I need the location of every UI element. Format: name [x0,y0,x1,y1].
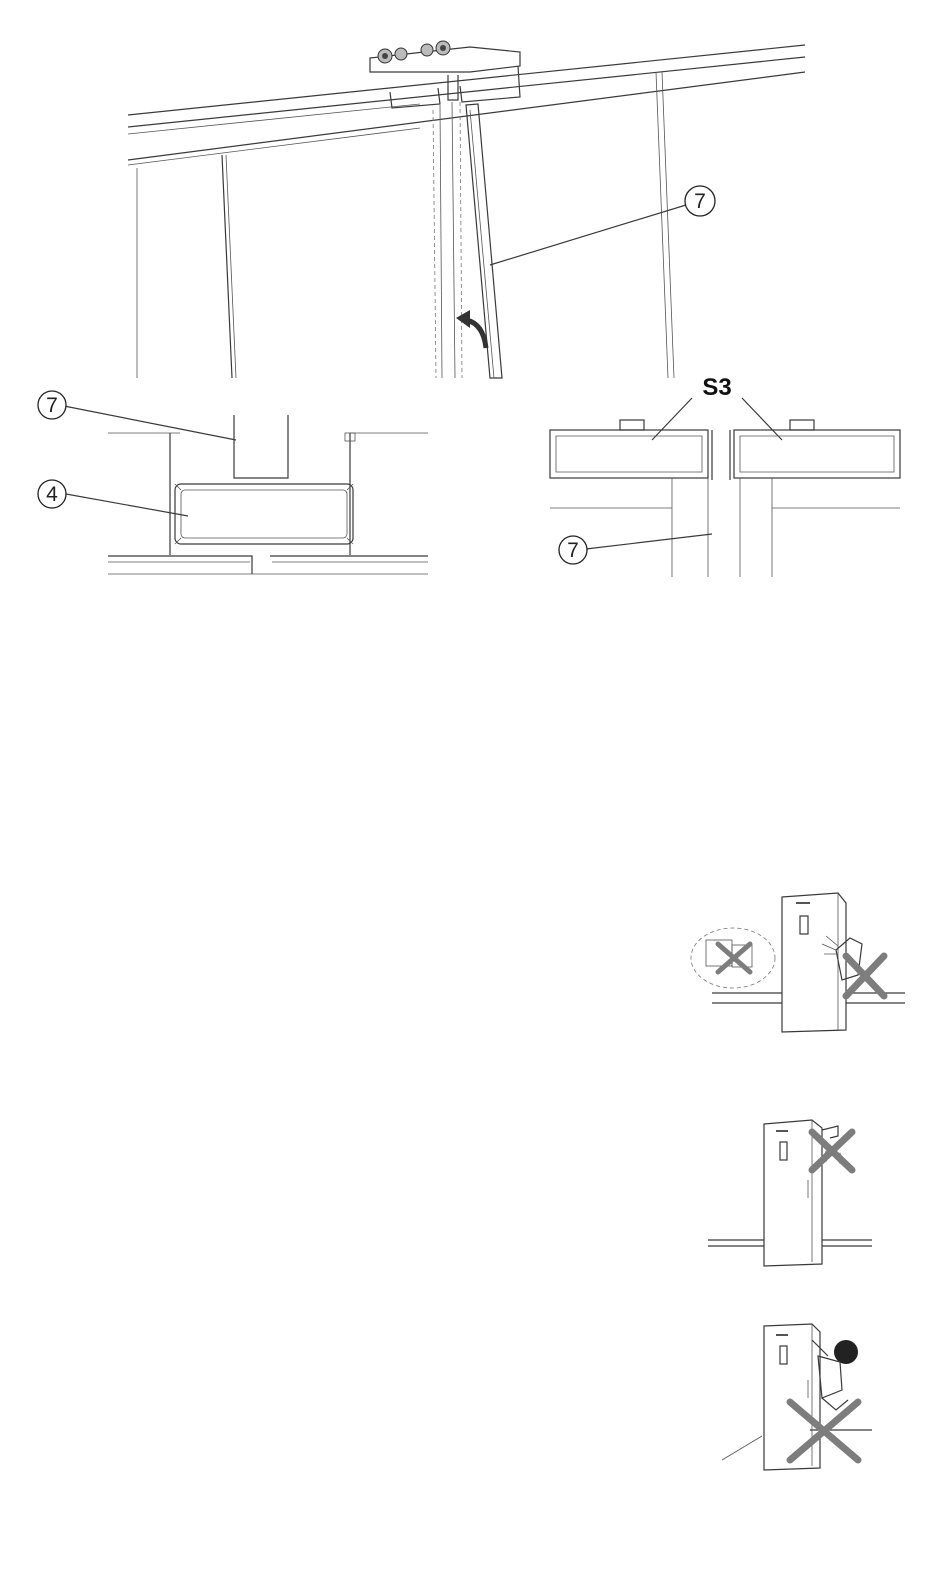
left-detail-figure: 7 4 [0,385,440,585]
callout-label: 7 [694,190,706,213]
s3-label: S3 [702,374,731,401]
warning-no-water [700,1110,880,1275]
callout-label: 7 [46,394,58,417]
screw-icon [378,41,450,63]
rotate-arrow-icon [456,310,486,348]
warning-no-climbing [715,1320,885,1480]
no-water-splash-icon [708,1120,872,1266]
top-assembly-figure: 7 [0,0,950,385]
no-spray-chemicals-icon [691,893,905,1032]
warning-no-spray [686,890,912,1035]
right-detail-figure: S3 7 [540,370,910,585]
no-climbing-icon [722,1324,872,1470]
callout-label: 4 [46,483,58,506]
callout-label: 7 [567,539,579,562]
